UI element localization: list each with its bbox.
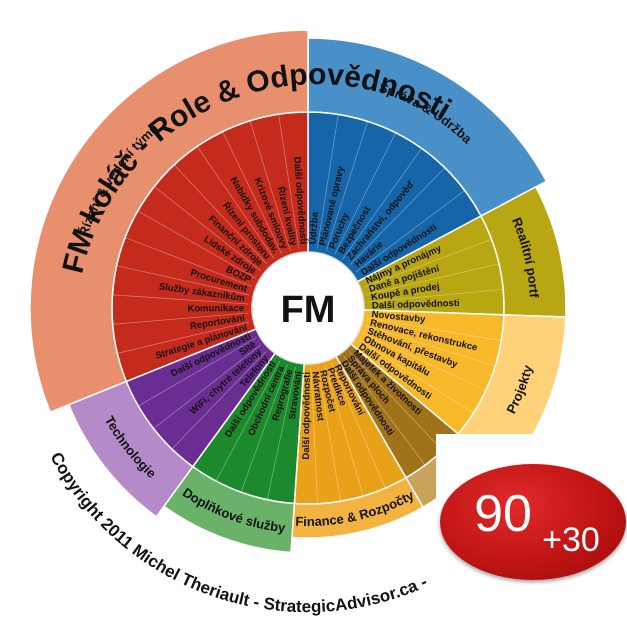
item-divider bbox=[366, 263, 500, 295]
item-divider bbox=[310, 367, 318, 504]
item-divider bbox=[334, 132, 397, 255]
item-divider bbox=[266, 366, 296, 500]
item-divider bbox=[365, 325, 496, 367]
item-divider bbox=[316, 114, 339, 249]
item-divider bbox=[358, 339, 474, 414]
item-divider bbox=[348, 351, 443, 451]
sector-4-item: Návratnost bbox=[309, 371, 325, 422]
item-divider bbox=[325, 121, 369, 251]
sector-0-item: Údržba bbox=[306, 211, 321, 245]
sector-1-item: Další odpovědnosti bbox=[372, 298, 460, 312]
sector-2-item: Novostavby bbox=[371, 309, 426, 325]
item-divider bbox=[249, 120, 291, 251]
item-divider bbox=[116, 265, 250, 296]
center-circle bbox=[251, 251, 365, 365]
item-divider bbox=[331, 362, 386, 489]
item-divider bbox=[364, 238, 492, 288]
item-divider bbox=[324, 365, 364, 497]
item-divider bbox=[343, 355, 426, 466]
item-divider bbox=[215, 360, 281, 482]
item-divider bbox=[222, 131, 283, 255]
item-divider bbox=[117, 321, 250, 354]
item-divider bbox=[124, 237, 253, 287]
sector-0-band bbox=[307, 37, 548, 217]
item-divider bbox=[153, 344, 261, 429]
item-divider bbox=[240, 364, 288, 493]
item-divider bbox=[137, 210, 257, 279]
item-divider bbox=[342, 148, 422, 260]
item-divider bbox=[112, 312, 249, 325]
item-divider bbox=[362, 332, 487, 391]
item-divider bbox=[171, 350, 267, 450]
item-divider bbox=[278, 114, 300, 249]
item-divider bbox=[153, 186, 262, 272]
badge-main-count: 90 bbox=[474, 485, 532, 543]
item-divider bbox=[112, 294, 249, 305]
item-divider bbox=[367, 317, 502, 342]
sector-4-item: Další odpovědnosti bbox=[301, 372, 313, 460]
item-divider bbox=[138, 337, 257, 407]
count-badge bbox=[440, 464, 626, 580]
item-divider bbox=[196, 146, 275, 259]
item-divider bbox=[367, 288, 504, 303]
sector-7-item: Komunikace bbox=[187, 303, 244, 314]
item-divider bbox=[173, 164, 268, 265]
item-divider bbox=[349, 167, 446, 266]
item-divider bbox=[355, 190, 466, 273]
center-label: FM bbox=[281, 289, 336, 331]
badge-additional-count: +30 bbox=[542, 521, 600, 559]
sector-7-band bbox=[29, 29, 309, 414]
item-divider bbox=[317, 367, 342, 502]
